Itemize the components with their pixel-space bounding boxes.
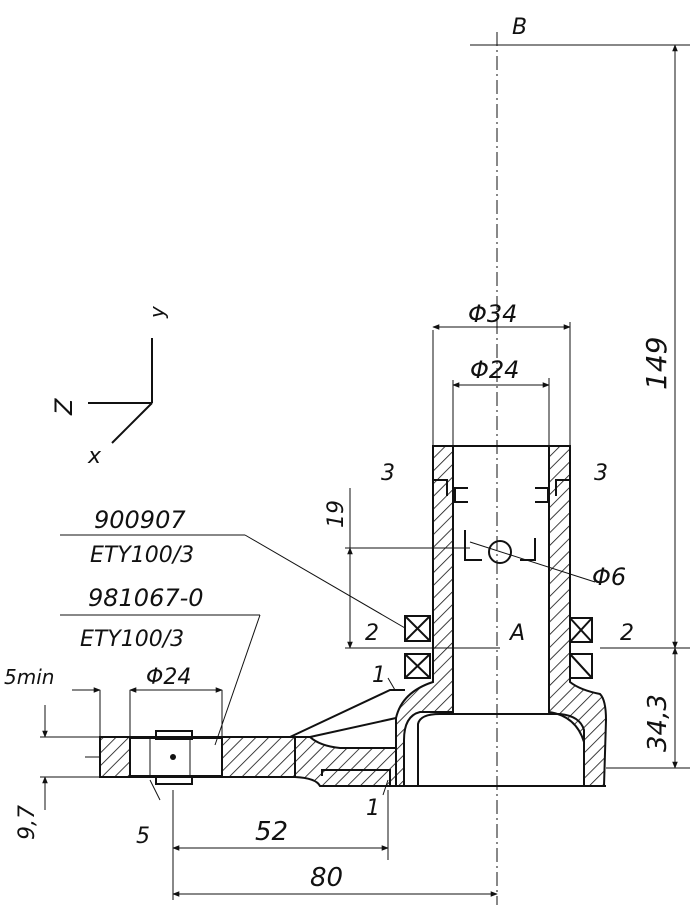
axis-z-label: Z	[50, 398, 78, 416]
label-1-lower: 1	[366, 796, 380, 821]
dim-d24-left: Φ24	[146, 665, 191, 690]
inner-square-right	[520, 538, 536, 561]
bearing-left-2	[404, 615, 431, 642]
hole-6	[488, 540, 512, 564]
dim-80: 80	[310, 863, 343, 893]
arm-rib	[289, 689, 405, 738]
dim-149: 149	[640, 337, 673, 390]
label-a: A	[508, 621, 525, 646]
part1-spec: ETY100/3	[90, 543, 194, 568]
dim-d24-top: Φ24	[470, 356, 519, 384]
hole-leader	[469, 541, 596, 583]
tube-right-wall	[548, 445, 608, 787]
axis-x-label: x	[87, 444, 102, 469]
label-3-right: 3	[594, 461, 608, 486]
bearing-right-2	[569, 617, 593, 643]
label-2-right: 2	[620, 621, 634, 646]
bolt-center	[170, 754, 176, 760]
arm-rib-lower	[309, 717, 397, 738]
tube-left-wall	[395, 445, 454, 787]
bracket-left-3	[433, 479, 448, 496]
bracket-right-3	[555, 479, 570, 496]
label-b: B	[512, 15, 527, 40]
dim-d6: Φ6	[592, 563, 626, 591]
part2-code: 981067-0	[88, 584, 204, 612]
inner-square-left	[464, 530, 482, 561]
bracket-right-3b	[535, 487, 549, 503]
arm-step	[321, 769, 391, 786]
arm-transition	[294, 736, 397, 787]
bracket-left-3b	[454, 487, 468, 503]
dim-d34: Φ34	[468, 300, 517, 328]
dim-9-7: 9,7	[15, 805, 40, 840]
dim-34-3: 34,3	[643, 694, 673, 752]
dim-19: 19	[324, 500, 349, 528]
bearing-left-1	[404, 653, 431, 679]
part2-spec: ETY100/3	[80, 627, 184, 652]
bearing-right-1	[569, 653, 593, 679]
base-cavity	[417, 713, 585, 786]
label-3-left: 3	[381, 461, 395, 486]
axis-y-label: y	[145, 305, 169, 319]
label-1-upper: 1	[372, 663, 386, 688]
dim-52: 52	[255, 817, 288, 847]
part1-code: 900907	[94, 506, 186, 534]
label-2-left: 2	[365, 621, 379, 646]
dim-5min: 5min	[4, 665, 54, 689]
label-5: 5	[136, 824, 150, 849]
axis-x-line	[111, 402, 153, 444]
